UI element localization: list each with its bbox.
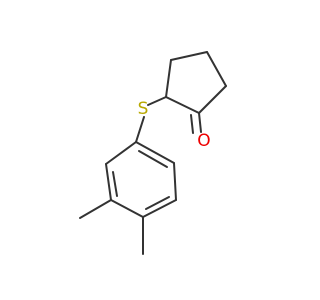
methyl-bond-3 <box>79 199 112 219</box>
aryl-bond-a4-a5 <box>142 199 177 218</box>
aryl-double-inner-1 <box>112 171 118 197</box>
molecule-diagram: S O <box>79 51 227 255</box>
sulfur-atom-label: S <box>138 99 149 119</box>
structure-svg: S O <box>79 51 227 255</box>
bond-ring-to-sulfur <box>147 96 167 106</box>
ring-bond-c1-c2 <box>170 51 208 61</box>
ring-bond-c2-c3 <box>206 51 227 87</box>
aryl-bond-a5-a6 <box>173 162 177 201</box>
aryl-double-inner-2 <box>145 196 170 210</box>
ring-bond-c5-c1 <box>165 59 172 98</box>
aryl-bond-a6-a1 <box>135 141 175 164</box>
ring-bond-c3-c4 <box>198 85 227 114</box>
atom-labels: S O <box>138 99 211 151</box>
bond-sulfur-to-aryl <box>135 116 145 143</box>
carbonyl-bond-outer <box>198 112 202 133</box>
aryl-double-inner-3 <box>138 150 168 168</box>
aryl-bond-a3-a4 <box>110 199 144 218</box>
carbonyl-bond-inner <box>190 114 194 134</box>
aryl-bond-a2-a3 <box>105 163 112 201</box>
oxygen-atom-label: O <box>197 131 210 151</box>
bonds-group <box>79 51 227 255</box>
ring-bond-c4-c5 <box>165 96 200 114</box>
aryl-bond-a1-a2 <box>105 141 137 165</box>
